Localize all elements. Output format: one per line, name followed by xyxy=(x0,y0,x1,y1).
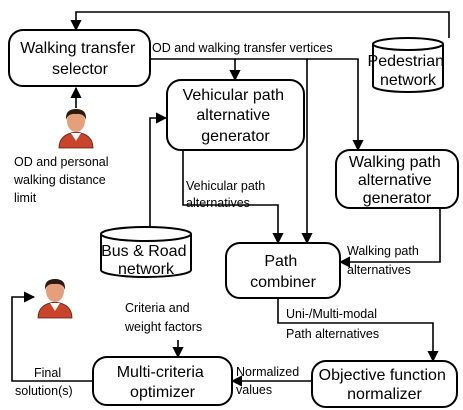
od-personal-limit-label: OD and personal walking distance limit xyxy=(13,155,112,205)
multi-criteria-optimizer-box: Multi-criteria optimizer xyxy=(92,356,233,406)
path-combiner-label: Path combiner xyxy=(250,253,316,291)
bus-road-to-vehicular-arrow xyxy=(149,112,168,228)
normalized-values-label: Normalized values xyxy=(236,365,303,397)
optimizer-to-output-arrow xyxy=(11,291,93,382)
output-user-icon xyxy=(37,279,73,319)
walking-to-combiner-arrow xyxy=(338,206,441,268)
vehicular-path-alternatives-label: Vehicular path alternatives xyxy=(186,179,269,210)
uni-multi-modal-label: Uni-/Multi-modal Path alternatives xyxy=(286,307,380,341)
objective-function-normalizer-box: Objective function normalizer xyxy=(311,360,458,408)
od-vertices-to-vehicular-arrow xyxy=(150,58,241,82)
walking-path-alternatives-label: Walking path alternatives xyxy=(347,244,422,277)
vehicular-path-generator-box: Vehicular path alternative generator xyxy=(166,79,305,151)
path-combiner-box: Path combiner xyxy=(225,242,341,299)
walking-path-generator-label: Walking path alternative generator xyxy=(349,154,445,207)
walking-transfer-selector-box: Walking transfer selector xyxy=(8,29,151,87)
criteria-weight-label: Criteria and weight factors xyxy=(124,301,202,334)
od-vertices-to-walking-arrow xyxy=(307,58,364,152)
bus-road-network-store: Bus & Road network xyxy=(100,226,192,278)
od-walking-transfer-vertices-label: OD and walking transfer vertices xyxy=(152,41,333,55)
objective-function-normalizer-label: Objective function normalizer xyxy=(319,367,451,403)
vehicular-to-combiner-arrow xyxy=(182,150,284,245)
pedestrian-to-selector-arrow xyxy=(70,11,450,38)
pedestrian-network-label: Pedestrian network xyxy=(368,53,449,89)
walking-transfer-selector-label: Walking transfer selector xyxy=(20,40,139,78)
multi-criteria-optimizer-label: Multi-criteria optimizer xyxy=(117,364,209,401)
final-solutions-label: Final solution(s) xyxy=(15,366,73,398)
bus-road-network-label: Bus & Road network xyxy=(101,243,191,278)
walking-path-generator-box: Walking path alternative generator xyxy=(335,149,459,209)
combiner-to-normalizer-arrow xyxy=(277,298,439,363)
pedestrian-network-store: Pedestrian network xyxy=(368,37,449,93)
connectors xyxy=(11,11,450,387)
vehicular-path-generator-label: Vehicular path alternative generator xyxy=(183,87,289,145)
input-user-icon xyxy=(58,109,94,149)
